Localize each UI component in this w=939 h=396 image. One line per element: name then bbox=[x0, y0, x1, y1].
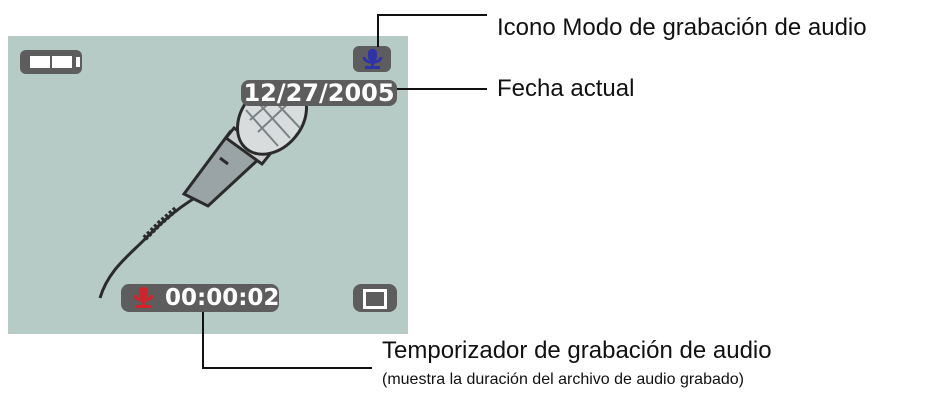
camera-screen: 12/27/2005 00:00:02 bbox=[8, 36, 408, 334]
callout-mode-icon: Icono Modo de grabación de audio bbox=[497, 14, 867, 41]
battery-full-icon bbox=[20, 50, 82, 74]
microphone-icon bbox=[362, 49, 383, 69]
microphone-icon bbox=[133, 287, 154, 308]
callout-recording-timer: Temporizador de grabación de audio bbox=[382, 337, 772, 364]
callout-line-mode bbox=[377, 14, 487, 47]
callout-line-timer bbox=[202, 312, 372, 369]
callout-recording-timer-note: (muestra la duración del archivo de audi… bbox=[382, 371, 744, 388]
audio-mode-indicator bbox=[353, 46, 391, 72]
timer-value: 00:00:02 bbox=[165, 285, 280, 311]
audio-recording-timer: 00:00:02 bbox=[121, 284, 279, 312]
stop-icon bbox=[353, 284, 397, 312]
callout-current-date: Fecha actual bbox=[497, 75, 635, 102]
current-date: 12/27/2005 bbox=[241, 80, 397, 106]
